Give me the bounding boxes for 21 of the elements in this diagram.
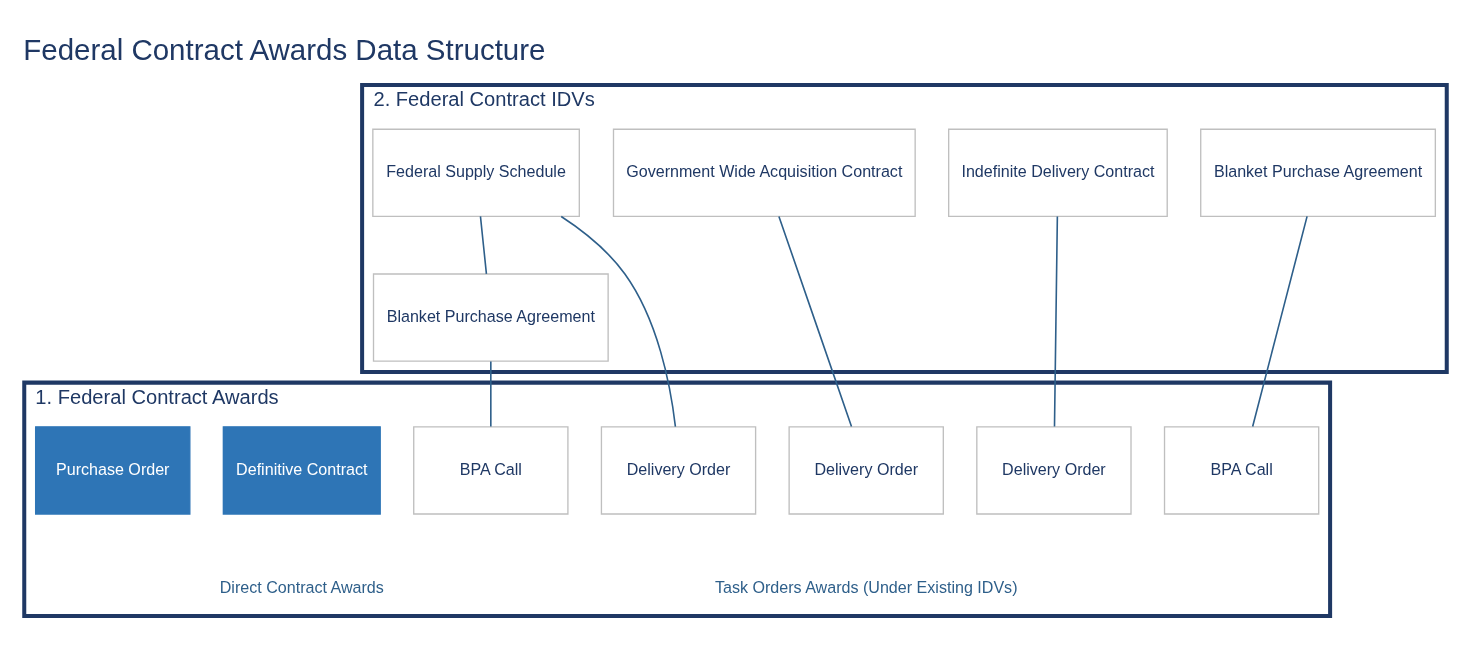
connector xyxy=(479,215,488,275)
connector xyxy=(778,215,853,427)
node-box: Indefinite Delivery Contract xyxy=(948,128,1168,217)
label: Task Orders Awards (Under Existing IDVs) xyxy=(714,577,1018,596)
node-box: Government Wide Acquisition Contract xyxy=(612,128,916,217)
label: Direct Contract Awards xyxy=(219,577,384,596)
node-box: BPA Call xyxy=(1163,425,1320,515)
connector xyxy=(1053,215,1059,427)
node-box: Blanket Purchase Agreement xyxy=(372,272,609,362)
node-box: BPA Call xyxy=(413,425,569,515)
node-box: Purchase Order xyxy=(35,425,191,515)
node-box: Blanket Purchase Agreement xyxy=(1200,128,1436,217)
node-box: Delivery Order xyxy=(976,425,1132,515)
node-box: Delivery Order xyxy=(600,425,757,515)
connector xyxy=(490,360,492,427)
node-box: Definitive Contract xyxy=(222,425,381,515)
connector xyxy=(1251,215,1308,427)
diagram-title: Federal Contract Awards Data Structure xyxy=(23,32,546,66)
node-box: Federal Supply Schedule xyxy=(372,128,580,217)
connector xyxy=(560,215,677,427)
node-box: Delivery Order xyxy=(788,425,944,515)
